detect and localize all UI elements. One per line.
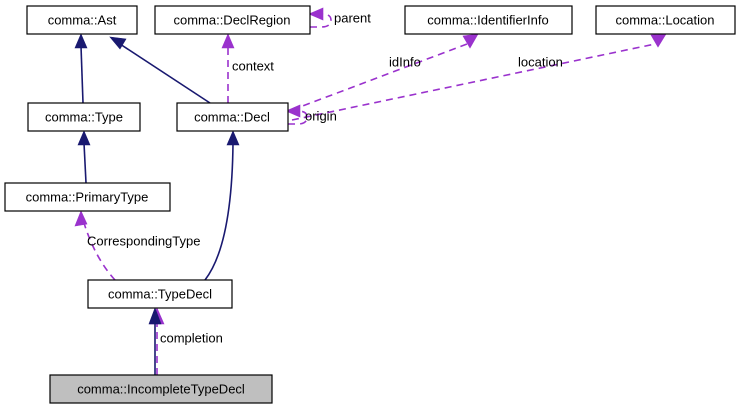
association-arrowhead: [221, 33, 235, 49]
node-label: comma::TypeDecl: [108, 286, 212, 301]
edge-label-idinfo: idInfo: [389, 54, 421, 69]
edge-line: [291, 43, 468, 111]
node-label: comma::DeclRegion: [173, 12, 290, 27]
node-box[interactable]: [26, 5, 138, 35]
node-comma-incompletetypedecl[interactable]: comma::IncompleteTypeDecl: [49, 374, 273, 404]
node-label: comma::Location: [616, 12, 715, 27]
node-label: comma::Ast: [48, 12, 117, 27]
association-arrowhead: [285, 104, 301, 118]
inheritance-arrowhead: [77, 130, 91, 146]
edge-decl-to-identifierinfo: [291, 33, 479, 111]
edge-label-correspondingtype: CorrespondingType: [87, 233, 200, 248]
edge-decl-to-declregion: [221, 33, 235, 103]
edge-line: [291, 43, 656, 121]
edge-primarytype-to-type: [77, 130, 91, 184]
node-label: comma::IdentifierInfo: [427, 12, 548, 27]
node-comma-typedecl[interactable]: comma::TypeDecl: [87, 279, 233, 309]
edge-type-to-ast: [74, 33, 88, 104]
edge-label-context: context: [232, 58, 274, 73]
node-box[interactable]: [49, 374, 273, 404]
inheritance-arrowhead: [74, 33, 88, 49]
association-arrowhead: [74, 210, 88, 227]
node-box[interactable]: [27, 102, 141, 132]
edge-label-location: location: [518, 54, 563, 69]
edge-typedecl-to-primarytype: [74, 210, 116, 281]
association-arrowhead: [308, 7, 324, 21]
node-label: comma::Decl: [194, 109, 270, 124]
inheritance-arrowhead: [226, 130, 240, 146]
edge-line: [310, 13, 332, 28]
node-box[interactable]: [595, 5, 736, 35]
edge-layer: [74, 7, 667, 375]
edge-line: [288, 110, 308, 125]
node-label: comma::PrimaryType: [26, 189, 149, 204]
edge-typedecl-to-decl: [204, 130, 240, 281]
node-comma-primarytype[interactable]: comma::PrimaryType: [4, 182, 171, 212]
inheritance-arrowhead: [109, 36, 127, 50]
node-box[interactable]: [4, 182, 171, 212]
node-box[interactable]: [404, 5, 573, 35]
node-box[interactable]: [176, 102, 289, 132]
node-comma-ast[interactable]: comma::Ast: [26, 5, 138, 35]
node-comma-declregion[interactable]: comma::DeclRegion: [154, 5, 311, 35]
edge-incomplete-to-typedecl-inherit: [148, 307, 162, 375]
edge-line: [83, 142, 87, 184]
edge-label-layer: parent context idInfo location origin Co…: [87, 10, 563, 345]
node-layer: comma::Ast comma::DeclRegion comma::Iden…: [4, 5, 736, 404]
node-comma-location[interactable]: comma::Location: [595, 5, 736, 35]
edge-line: [119, 43, 211, 104]
node-box[interactable]: [87, 279, 233, 309]
node-comma-identifierinfo[interactable]: comma::IdentifierInfo: [404, 5, 573, 35]
edge-declregion-self-parent: [308, 7, 332, 28]
node-label: comma::Type: [45, 109, 123, 124]
edge-decl-to-ast: [109, 36, 211, 104]
edge-line: [83, 222, 116, 281]
edge-decl-self-origin: [285, 104, 308, 125]
edge-decl-to-location: [291, 33, 667, 121]
node-box[interactable]: [154, 5, 311, 35]
association-arrowhead: [650, 33, 667, 48]
edge-line: [80, 45, 84, 104]
edge-label-parent: parent: [334, 10, 371, 25]
edge-line: [204, 142, 234, 281]
inheritance-arrowhead: [148, 307, 162, 325]
edge-label-origin: origin: [305, 108, 337, 123]
edge-label-completion: completion: [160, 330, 223, 345]
node-comma-type[interactable]: comma::Type: [27, 102, 141, 132]
association-arrowhead: [462, 33, 479, 49]
node-label: comma::IncompleteTypeDecl: [77, 381, 245, 396]
node-comma-decl[interactable]: comma::Decl: [176, 102, 289, 132]
